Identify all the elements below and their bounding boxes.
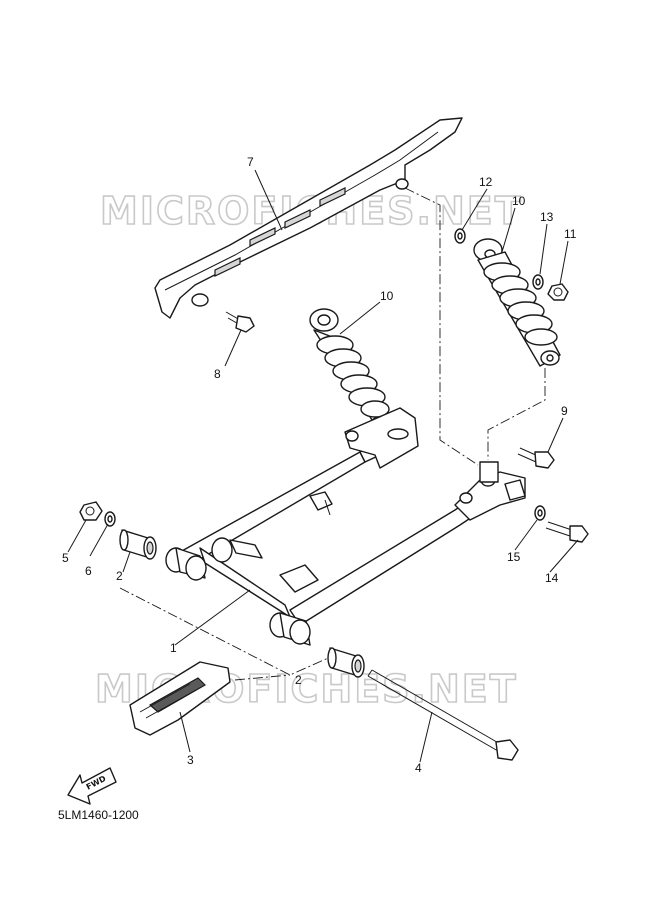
assembly-lines — [119, 187, 546, 681]
washer-13[interactable] — [532, 274, 544, 290]
rear-shock-center[interactable] — [309, 308, 390, 421]
nut-5[interactable] — [79, 501, 103, 521]
bolt-8[interactable] — [225, 311, 255, 333]
shock-spring-right — [483, 262, 558, 346]
callout-7: 7 — [247, 155, 254, 169]
leader-lines — [67, 169, 579, 763]
callout-4: 4 — [415, 761, 422, 775]
callout-14: 14 — [545, 571, 559, 585]
callout-12: 12 — [479, 175, 493, 189]
chain-case[interactable] — [154, 117, 463, 319]
callout-2-right: 2 — [295, 673, 302, 687]
bushing-left[interactable] — [119, 529, 157, 560]
pivot-shaft[interactable] — [367, 669, 519, 761]
swing-arm[interactable] — [165, 407, 526, 646]
washer-15[interactable] — [534, 505, 546, 521]
diagram-code: 5LM1460-1200 — [58, 808, 139, 822]
callout-1: 1 — [170, 641, 177, 655]
callout-10-right: 10 — [512, 194, 526, 208]
callout-9: 9 — [561, 404, 568, 418]
nut-11[interactable] — [547, 283, 569, 301]
bushing-right[interactable] — [327, 647, 365, 678]
chain-slider[interactable] — [129, 661, 231, 736]
bolt-14[interactable] — [545, 521, 589, 543]
washer-6[interactable] — [104, 511, 116, 527]
callout-6: 6 — [85, 564, 92, 578]
bolt-9[interactable] — [517, 447, 555, 469]
callouts: 1 2 2 3 4 5 6 7 8 9 10 10 11 12 13 14 15 — [62, 155, 577, 775]
callout-5: 5 — [62, 551, 69, 565]
callout-3: 3 — [187, 753, 194, 767]
callout-15: 15 — [507, 550, 521, 564]
shock-spring-center — [316, 335, 390, 418]
callout-8: 8 — [214, 367, 221, 381]
callout-10-center: 10 — [380, 289, 394, 303]
fwd-arrow-icon: FWD — [67, 767, 117, 805]
callout-13: 13 — [540, 210, 554, 224]
rear-shock-right[interactable] — [473, 238, 561, 367]
washer-12[interactable] — [454, 228, 466, 244]
callout-2-left: 2 — [116, 569, 123, 583]
callout-11: 11 — [564, 227, 577, 241]
